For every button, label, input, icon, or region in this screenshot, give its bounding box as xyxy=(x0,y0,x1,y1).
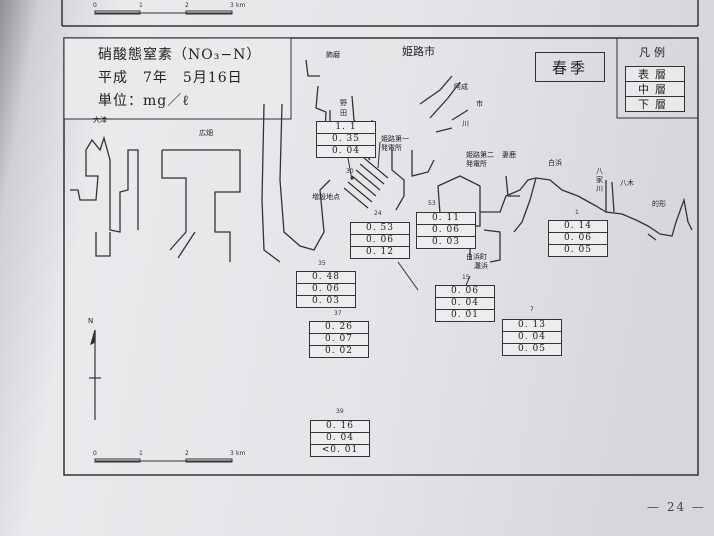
station-value-bottom: 0. 12 xyxy=(366,247,394,257)
scale-unit: km xyxy=(236,450,246,457)
map-frame xyxy=(63,37,699,476)
station-value-middle: 0. 04 xyxy=(311,433,369,445)
station-value-middle: 0. 06 xyxy=(351,235,409,247)
station-53-no: 53 xyxy=(428,200,436,207)
top-scale-0: 0 xyxy=(93,2,97,9)
top-scale-3: 3 xyxy=(230,2,234,9)
station-value-surface: 0. 11 xyxy=(417,213,475,225)
north-label: N xyxy=(88,317,94,325)
place-shikama: 飾磨 xyxy=(326,51,340,59)
station-1-no: 1 xyxy=(575,209,579,216)
station-37-no: 37 xyxy=(334,310,342,317)
station-value-middle: 0. 04 xyxy=(436,298,494,310)
top-scale-1: 1 xyxy=(139,2,143,9)
place-otsu: 大津 xyxy=(93,116,107,124)
station-30-label: 30 xyxy=(346,168,354,175)
place-mega: 妻鹿 xyxy=(502,151,516,159)
place-yaie-2: 家 xyxy=(596,176,603,184)
place-kawa: 川 xyxy=(462,120,469,128)
station-53: 0. 11 0. 06 0. 03 xyxy=(416,212,476,249)
station-value-middle: 0. 06 xyxy=(417,225,475,237)
legend-bottom: 下層 xyxy=(625,96,685,112)
place-noda-2: 田 xyxy=(340,109,347,117)
station-value-bottom: 0. 05 xyxy=(564,245,592,255)
station-value-middle: 0. 06 xyxy=(297,284,355,296)
station-24-no: 24 xyxy=(374,210,382,217)
station-24: 0. 53 0. 06 0. 12 xyxy=(350,222,410,259)
station-value-middle: 0. 07 xyxy=(310,334,368,346)
station-value-bottom: <0. 01 xyxy=(321,445,359,455)
station-value-bottom: 0. 01 xyxy=(451,310,479,320)
place-plant2-a: 姫路第二 xyxy=(466,151,494,159)
legend-frame xyxy=(616,37,699,119)
station-39-no: 39 xyxy=(336,408,344,415)
station-value-bottom: 0. 05 xyxy=(518,344,546,354)
place-plant2-b: 発電所 xyxy=(466,160,487,168)
hatched-pier xyxy=(343,157,389,209)
top-scale-unit: km xyxy=(236,2,246,9)
season-label: 春季 xyxy=(535,52,605,82)
scale-3: 3 xyxy=(230,450,234,457)
station-value-bottom: 0. 03 xyxy=(432,237,460,247)
station-value-middle: 0. 04 xyxy=(503,332,561,344)
scale-bar xyxy=(94,458,233,463)
place-yaie-1: 八 xyxy=(596,167,603,175)
north-arrow xyxy=(89,329,101,420)
station-15: 0. 06 0. 04 0. 01 xyxy=(435,285,495,322)
place-noda-1: 野 xyxy=(340,99,347,107)
place-himeji-city: 姫路市 xyxy=(402,45,435,58)
place-ichi: 市 xyxy=(476,100,483,108)
station-7-no: 7 xyxy=(530,306,534,313)
title-box xyxy=(63,37,292,120)
place-yaie-3: 川 xyxy=(596,185,603,193)
map-title: 硝酸態窒素（NO₃−N） xyxy=(98,47,262,63)
place-zosetsu: 増設地点 xyxy=(312,193,340,201)
place-plant1-a: 姫路第一 xyxy=(381,135,409,143)
station-value-bottom: 0. 03 xyxy=(312,296,340,306)
station-7: 0. 13 0. 04 0. 05 xyxy=(502,319,562,356)
map-date: 平成 7年 5月16日 xyxy=(98,70,243,86)
scale-2: 2 xyxy=(185,450,189,457)
legend-surface: 表層 xyxy=(625,66,685,82)
station-39: 0. 16 0. 04 <0. 01 xyxy=(310,420,370,457)
top-scale-2: 2 xyxy=(185,2,189,9)
station-35: 0. 48 0. 06 0. 03 xyxy=(296,271,356,308)
place-nadahama: 灘浜 xyxy=(474,262,488,270)
station-value-surface: 0. 48 xyxy=(297,272,355,284)
top-scale-bar xyxy=(94,10,233,15)
station-value-bottom: 0. 04 xyxy=(332,146,360,156)
station-value-surface: 0. 13 xyxy=(503,320,561,332)
place-shirahama-cho: 白浜町 xyxy=(466,253,487,261)
scale-1: 1 xyxy=(139,450,143,457)
station-value-surface: 0. 06 xyxy=(436,286,494,298)
station-value-surface: 1. 1 xyxy=(317,122,375,134)
place-yagi: 八木 xyxy=(620,179,634,187)
station-value-surface: 0. 14 xyxy=(549,221,607,233)
legend-title: 凡例 xyxy=(639,46,669,59)
place-plant1-b: 発電所 xyxy=(381,144,402,152)
station-value-surface: 0. 53 xyxy=(351,223,409,235)
place-shirahama: 白浜 xyxy=(548,159,562,167)
station-value-surface: 0. 26 xyxy=(310,322,368,334)
station-value-middle: 0. 06 xyxy=(549,233,607,245)
station-noda: 1. 1 0. 35 0. 04 xyxy=(316,121,376,158)
place-matogata: 的形 xyxy=(652,200,666,208)
station-value-bottom: 0. 02 xyxy=(325,346,353,356)
station-1: 0. 14 0. 06 0. 05 xyxy=(548,220,608,257)
station-value-surface: 0. 16 xyxy=(311,421,369,433)
station-35-no: 35 xyxy=(318,260,326,267)
station-15-no: 15 xyxy=(462,274,470,281)
station-37: 0. 26 0. 07 0. 02 xyxy=(309,321,369,358)
legend-middle: 中層 xyxy=(625,81,685,97)
place-ako: 阿成 xyxy=(454,83,468,91)
station-value-middle: 0. 35 xyxy=(317,134,375,146)
page-number: — 24 — xyxy=(647,500,706,514)
place-hirohata: 広畑 xyxy=(199,129,213,137)
scale-0: 0 xyxy=(93,450,97,457)
map-unit: 単位：mg／ℓ xyxy=(98,93,190,109)
